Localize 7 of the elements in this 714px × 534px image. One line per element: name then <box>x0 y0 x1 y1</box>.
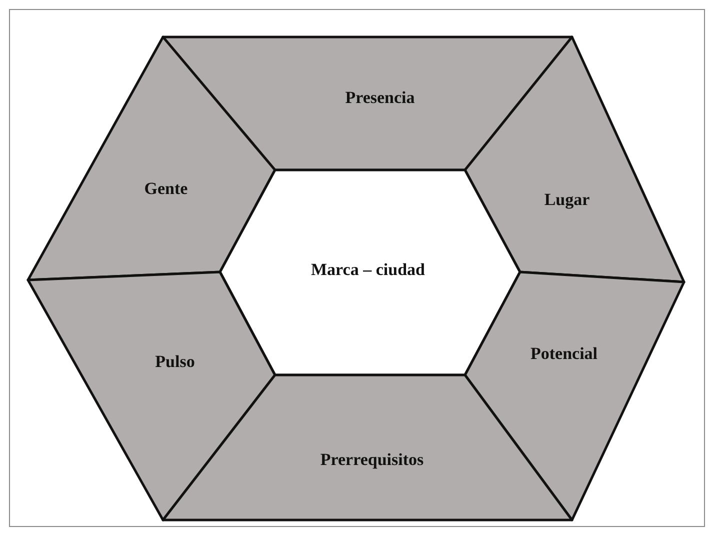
segment-label: Presencia <box>345 88 415 108</box>
segment-label: Pulso <box>155 352 195 372</box>
segment-label: Lugar <box>544 190 590 210</box>
segment-label: Gente <box>144 179 188 199</box>
segment-label: Potencial <box>530 344 598 364</box>
segment-label: Marca – ciudad <box>311 260 425 280</box>
segment-label: Prerrequisitos <box>320 450 424 470</box>
